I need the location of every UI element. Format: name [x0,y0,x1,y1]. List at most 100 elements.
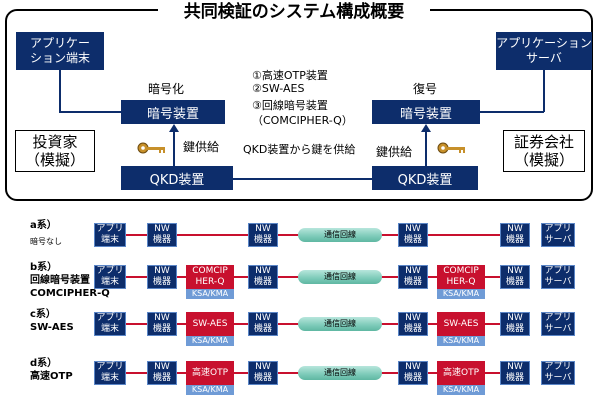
securities-line2: （模擬） [513,151,574,169]
connector [59,70,61,112]
crypto-device-block-line: HER-Q [195,277,225,287]
nw-device-block-line: NW [255,313,271,323]
qkd-device-right: QKD装置 [372,166,478,190]
investor-line1: 投資家 [32,133,78,151]
app-terminal-block-line: アプリ [96,362,124,372]
nw-device-block-line: NW [154,362,170,372]
nw-device-block-line: 機器 [152,277,171,287]
nw-device-block-line: 機器 [403,235,422,245]
ksa-kma-block: KSA/KMA [186,289,234,299]
nw-device-block-line: NW [154,224,170,234]
app-terminal-block-line: 端末 [100,373,119,383]
crypto-device-block-line: HER-Q [446,277,476,287]
qkd-supply-text: QKD装置から鍵を供給 [243,143,356,156]
investor-line2: （模擬） [24,151,85,169]
app-terminal-block: アプリ端末 [94,312,126,336]
ksa-kma-block: KSA/KMA [437,385,485,395]
app-terminal-block-line: アプリ [96,313,124,323]
encrypt-device-right: 暗号装置 [372,100,480,124]
app-server-block-line: アプリ [544,362,572,372]
page-title: 共同検証のシステム構成概要 [158,0,430,24]
key-icon [137,142,165,154]
crypto-device-block-line: 高速OTP [442,367,479,378]
ksa-kma-block: KSA/KMA [186,336,234,346]
crypto-device-block: SW-AES [437,312,485,336]
app-server-block: アプリサーバ [541,265,575,289]
nw-device-block-line: NW [154,313,170,323]
nw-device-block-line: NW [255,362,271,372]
app-server-block: アプリサーバ [541,361,575,385]
key-icon [437,142,465,154]
crypto-device-block-line: 高速OTP [191,367,228,378]
crypto-device-block-line: SW-AES [443,318,479,329]
crypto-device-block-line: SW-AES [192,318,228,329]
nw-device-block-line: 機器 [403,324,422,334]
nw-device-block-line: 機器 [505,373,524,383]
app-terminal-line2: ション端末 [29,51,90,65]
investor-box: 投資家 （模擬） [15,130,95,172]
device-list-item: ②SW-AES [252,82,305,95]
key-supply-label-left: 鍵供給 [183,140,220,154]
channel-cylinder: 通信回線 [298,228,382,242]
app-server-block-line: アプリ [544,266,572,276]
nw-device-block-line: 機器 [253,235,272,245]
encrypt-label: 暗号化 [148,82,185,96]
nw-device-block-line: NW [405,313,421,323]
nw-device-block-line: 機器 [403,373,422,383]
nw-device-block-line: NW [507,224,523,234]
nw-device-block-line: 機器 [505,277,524,287]
app-server-block: アプリサーバ [541,312,575,336]
connector [543,70,545,112]
device-list-item: ③回線暗号装置 [252,99,328,112]
nw-device-block-line: 機器 [152,324,171,334]
nw-device-block-line: 機器 [152,373,171,383]
nw-device-block-line: NW [255,224,271,234]
nw-device-block-line: 機器 [152,235,171,245]
crypto-device-block: 高速OTP [186,361,234,385]
app-terminal-block: アプリ端末 [94,265,126,289]
row-sublabel: 回線暗号装置 [30,275,90,286]
app-terminal-block-line: 端末 [100,277,119,287]
crypto-device-block-line: COMCIP [443,266,479,276]
app-terminal-line1: アプリケー [29,36,90,50]
channel-cylinder: 通信回線 [298,270,382,284]
nw-device-block-line: 機器 [505,324,524,334]
nw-device-block-line: NW [255,266,271,276]
crypto-device-block-line: COMCIP [192,266,228,276]
crypto-device-block: SW-AES [186,312,234,336]
arrow-up-icon [421,124,431,166]
nw-device-block-line: NW [405,362,421,372]
qkd-link [233,178,372,180]
app-server-box: アプリケーション サーバ [496,32,592,70]
device-list-item: （COMCIPHER-Q） [252,114,353,127]
ksa-kma-block: KSA/KMA [437,336,485,346]
nw-device-block-line: 機器 [253,373,272,383]
arrow-up-icon [169,124,179,166]
nw-device-block-line: NW [154,266,170,276]
app-server-block-line: サーバ [544,277,572,287]
nw-device-block-line: 機器 [403,277,422,287]
app-server-block: アプリサーバ [541,223,575,247]
crypto-device-block: 高速OTP [437,361,485,385]
app-terminal-box: アプリケー ション端末 [16,32,104,70]
app-terminal-block: アプリ端末 [94,361,126,385]
device-list-item: ①高速OTP装置 [252,69,328,82]
nw-device-block-line: NW [507,313,523,323]
securities-line1: 証券会社 [513,133,574,151]
app-server-block-line: サーバ [544,373,572,383]
key-supply-label-right: 鍵供給 [376,145,413,159]
channel-cylinder: 通信回線 [298,317,382,331]
row-label: c系） [30,309,56,320]
